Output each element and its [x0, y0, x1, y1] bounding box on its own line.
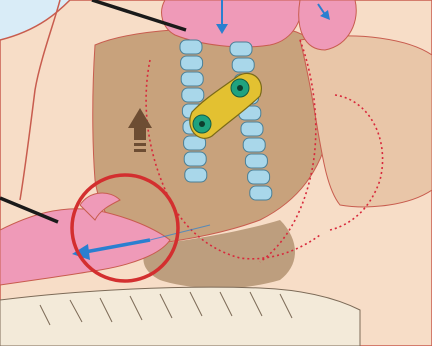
- cartilage-segment: [250, 186, 272, 200]
- cartilage-segment: [181, 72, 203, 86]
- cartilage-segment: [230, 42, 252, 56]
- cartilage-segment: [248, 170, 270, 184]
- spine-band: [0, 287, 360, 346]
- cartilage-segment: [184, 152, 206, 166]
- appliance-screw-right-dot: [237, 85, 243, 91]
- cartilage-segment: [243, 138, 265, 152]
- cartilage-segment: [232, 58, 254, 72]
- appliance-screw-left-dot: [199, 121, 205, 127]
- cartilage-segment: [241, 122, 263, 136]
- cartilage-segment: [180, 40, 202, 54]
- cartilage-segment: [182, 88, 204, 102]
- cartilage-segment: [245, 154, 267, 168]
- cartilage-segment: [181, 56, 203, 70]
- cartilage-segment: [185, 168, 207, 182]
